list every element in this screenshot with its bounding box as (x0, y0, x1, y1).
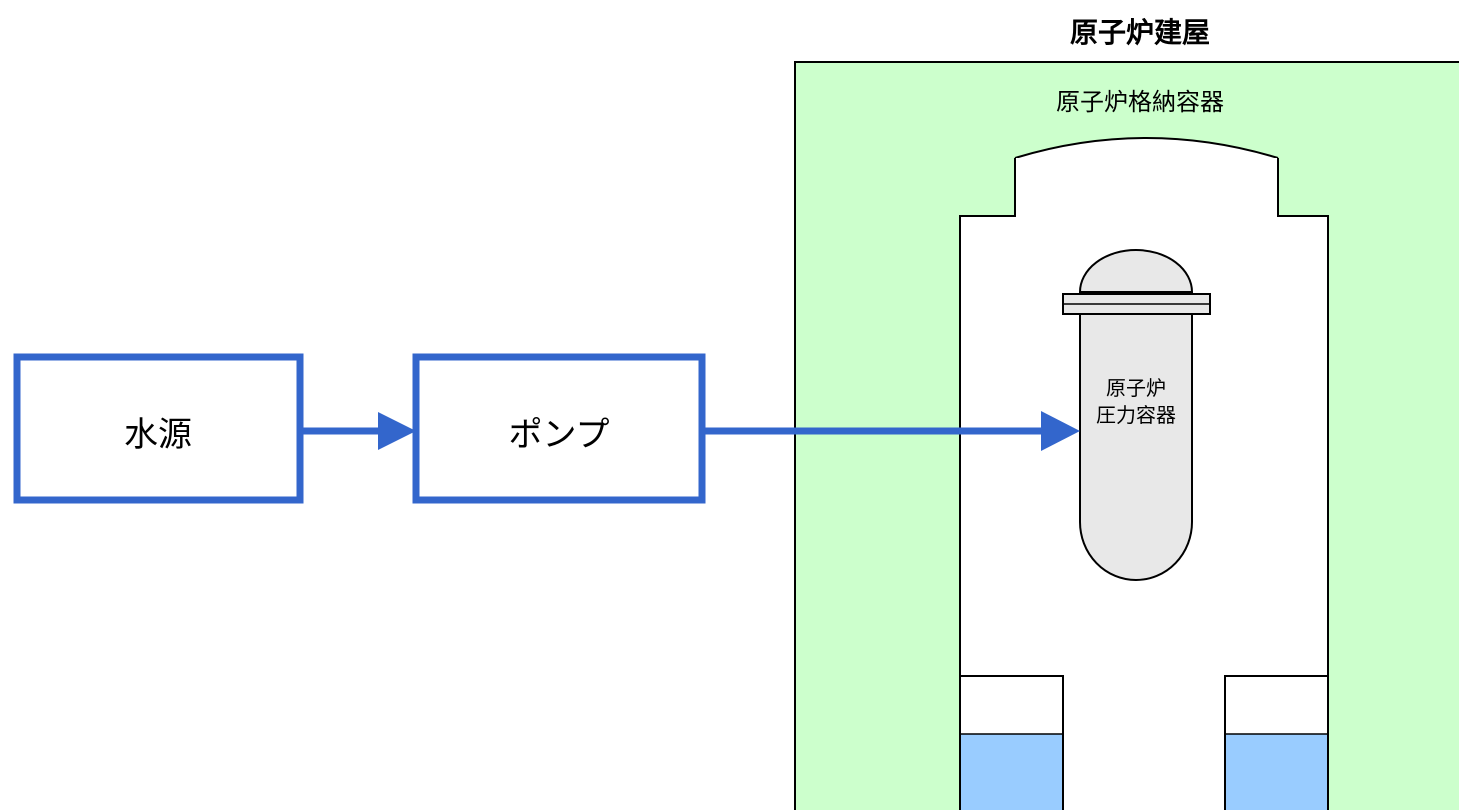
pressure-vessel-label-line2: 圧力容器 (1096, 403, 1176, 427)
water-source-label: 水源 (124, 415, 192, 455)
pump-label: ポンプ (509, 415, 610, 455)
pool-water-left (961, 734, 1062, 810)
arrow-pump-to-vessel-head (1041, 411, 1080, 451)
arrow-source-to-pump-head (378, 412, 416, 450)
pump-box (412, 353, 706, 504)
pressure-vessel-label-line1: 原子炉 (1106, 376, 1166, 400)
pressure-vessel-head (1078, 249, 1194, 293)
building-title: 原子炉建屋 (1070, 16, 1210, 49)
pressure-vessel-body (1079, 313, 1193, 581)
containment-label: 原子炉格納容器 (1056, 88, 1224, 116)
pool-water-right (1226, 734, 1327, 810)
containment-dome (1014, 137, 1279, 159)
